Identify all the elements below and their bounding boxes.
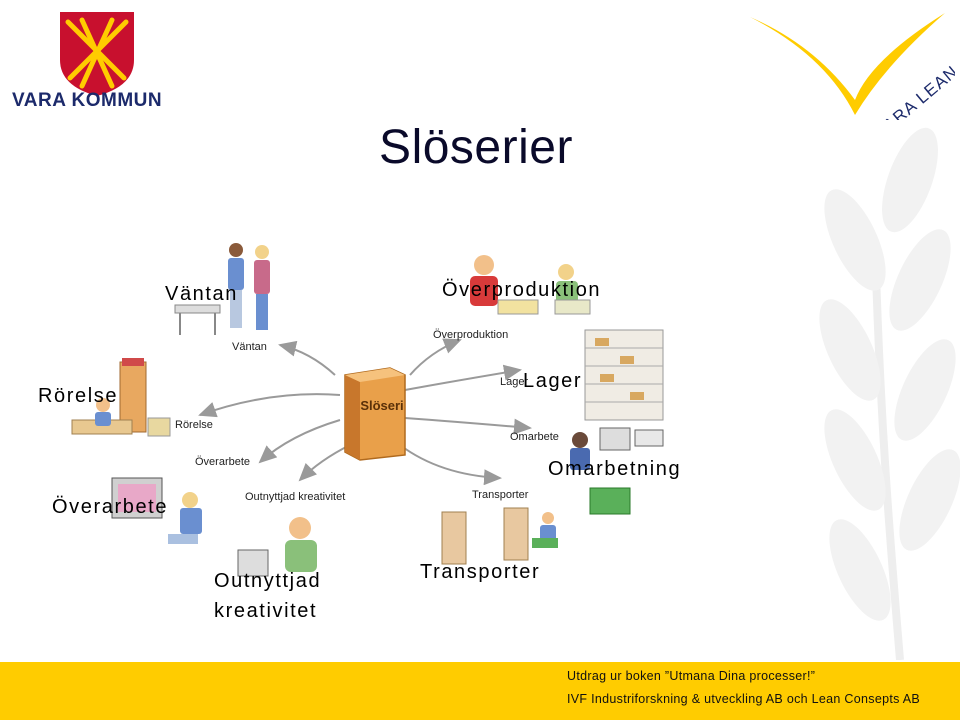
illustration-transporter [441, 507, 558, 565]
illustration-overproduktion [470, 255, 591, 315]
illustration-overarbete [111, 477, 202, 544]
vara-kommun-crest-logo [60, 12, 134, 96]
small-label-overproduktion: Överproduktion [433, 329, 508, 341]
small-label-vantan: Väntan [232, 341, 267, 353]
illustration-vantan [174, 243, 270, 335]
footer-source-line2: IVF Industriforskning & utveckling AB oc… [567, 692, 921, 706]
illustration-outnyttjad [237, 517, 317, 577]
waste-diagram: Slöseri Väntan Överproduktion Rörelse La… [71, 243, 664, 577]
small-label-overarbete: Överarbete [195, 456, 250, 468]
arrow-overproduktion [409, 338, 462, 376]
arrow-rorelse [198, 393, 341, 418]
label-vantan: Väntan [165, 283, 238, 305]
illustration-omarbete [570, 427, 664, 515]
vara-lean-logo: VARA LEAN [750, 13, 955, 120]
label-overproduktion: Överproduktion [442, 279, 602, 301]
small-label-lager: Lager [500, 376, 528, 388]
label-outnyttjad-line1: Outnyttjad [214, 570, 322, 592]
label-overarbete: Överarbete [52, 496, 169, 518]
label-outnyttjad-line2: kreativitet [214, 600, 318, 622]
book-title: Slöseri [360, 398, 403, 413]
footer-bar: Utdrag ur boken ”Utmana Dina processer!”… [0, 662, 960, 720]
small-label-omarbete: Omarbete [510, 431, 559, 443]
arrow-lager [404, 364, 522, 391]
page-title: Slöserier [379, 121, 573, 174]
arrow-overarbete [258, 419, 341, 464]
small-label-transporter: Transporter [472, 489, 529, 501]
small-label-rorelse: Rörelse [175, 419, 213, 431]
footer-source-line1: Utdrag ur boken ”Utmana Dina processer!” [567, 669, 816, 683]
label-lager: Lager [523, 370, 583, 392]
arrow-vantan [278, 340, 336, 376]
wheat-watermark [819, 127, 960, 660]
label-transporter: Transporter [420, 561, 541, 583]
arrow-omarbete [404, 417, 532, 435]
vara-kommun-name: VARA KOMMUN [12, 90, 163, 111]
arrow-transporter [399, 444, 502, 486]
illustration-lager [584, 329, 664, 421]
illustration-rorelse [71, 358, 171, 437]
arrow-outnyttjad [298, 444, 351, 482]
small-label-outnyttjad: Outnyttjad kreativitet [245, 491, 345, 503]
label-omarbetning: Omarbetning [548, 458, 682, 480]
sloseri-book: Slöseri [344, 367, 406, 461]
label-rorelse: Rörelse [38, 385, 119, 407]
